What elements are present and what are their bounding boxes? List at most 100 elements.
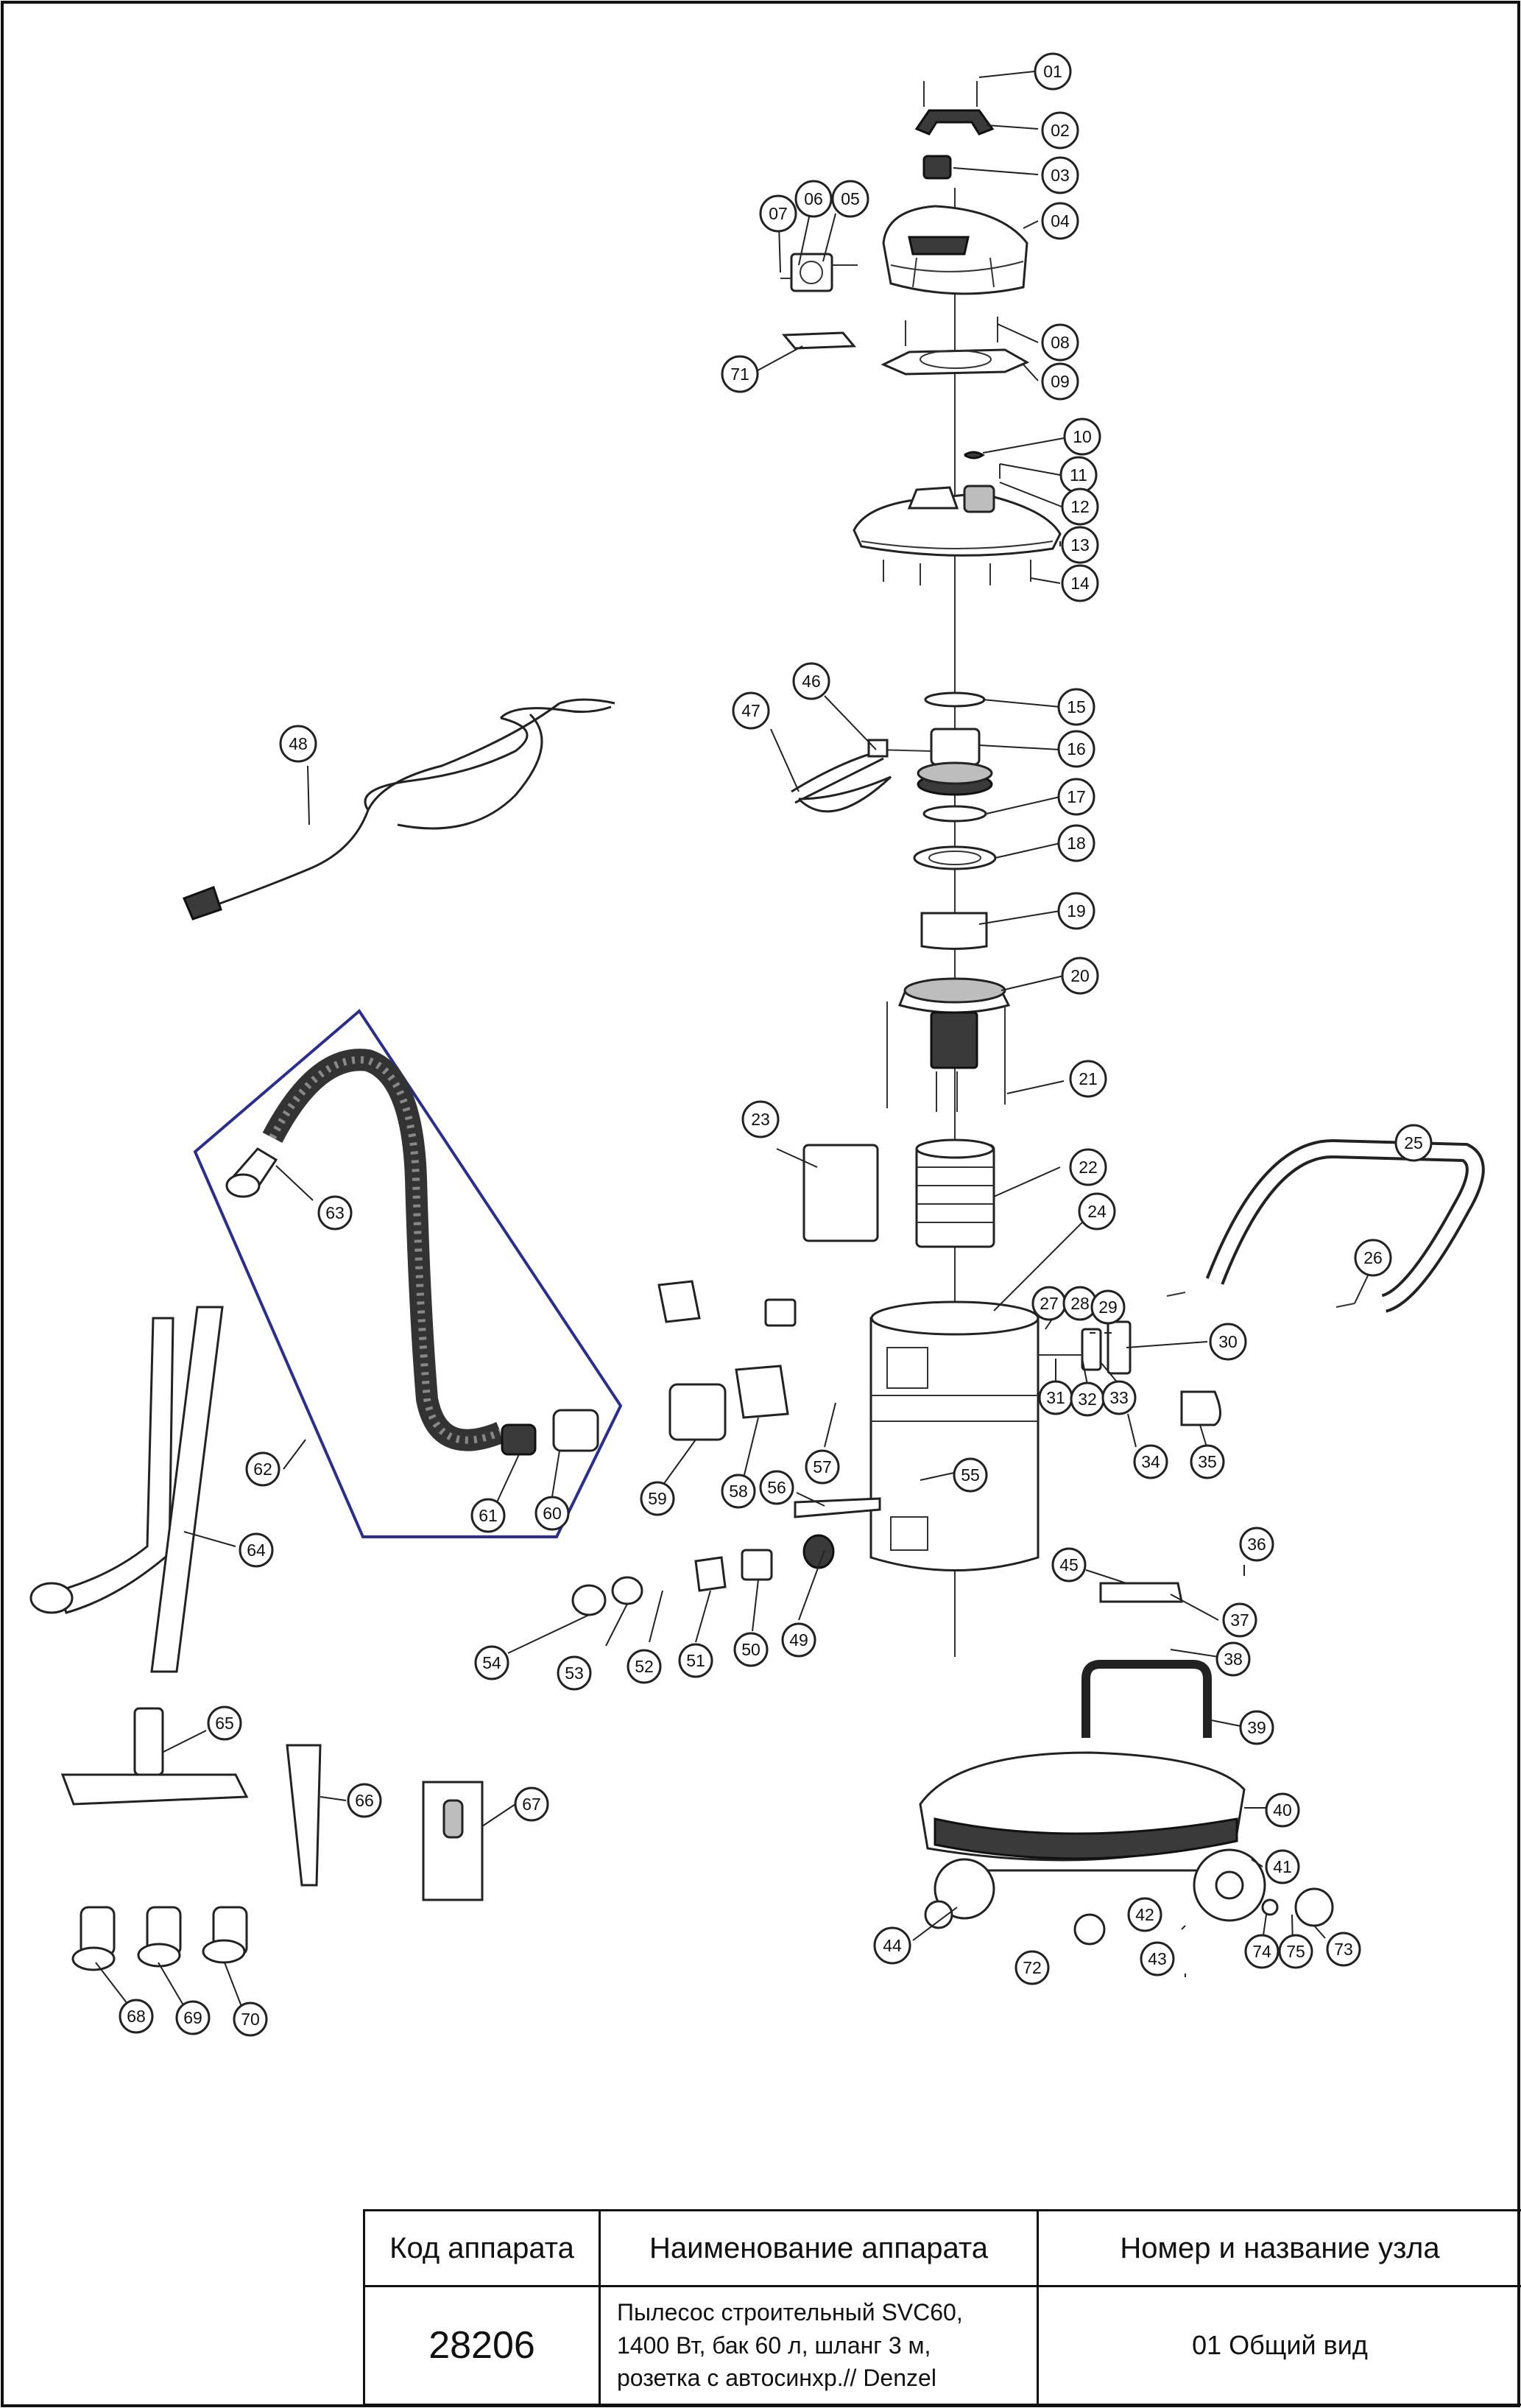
callout-65: 65	[207, 1705, 242, 1741]
callout-59: 59	[640, 1481, 675, 1516]
svg-text:61: 61	[479, 1506, 498, 1525]
callout-64: 64	[239, 1532, 274, 1568]
base-group	[919, 1582, 1334, 1946]
header-code: Код аппарата	[363, 2209, 601, 2287]
svg-text:27: 27	[1040, 1294, 1059, 1313]
callout-48: 48	[279, 725, 317, 763]
callout-74: 74	[1244, 1934, 1280, 1969]
callout-17: 17	[1057, 778, 1095, 816]
callout-68: 68	[119, 1999, 154, 2034]
extension-tubes-group	[29, 1306, 224, 1673]
callout-38: 38	[1215, 1641, 1251, 1677]
svg-text:42: 42	[1135, 1905, 1154, 1924]
svg-text:52: 52	[635, 1657, 654, 1676]
svg-text:69: 69	[183, 2008, 202, 2027]
assembly-node: 01 Общий вид	[1037, 2285, 1521, 2406]
side-handle-group	[1166, 1138, 1485, 1313]
callout-22: 22	[1069, 1148, 1107, 1186]
svg-text:73: 73	[1334, 1940, 1353, 1959]
callout-34: 34	[1133, 1444, 1168, 1479]
device-name-line-1: Пылесос строительный SVC60,	[617, 2298, 963, 2326]
svg-text:19: 19	[1067, 901, 1086, 920]
callout-06: 06	[794, 180, 833, 218]
svg-text:30: 30	[1218, 1332, 1238, 1351]
callout-13: 13	[1061, 526, 1099, 564]
svg-text:33: 33	[1109, 1388, 1129, 1407]
svg-text:17: 17	[1067, 787, 1086, 806]
svg-text:25: 25	[1404, 1133, 1423, 1152]
callout-33: 33	[1101, 1380, 1137, 1415]
callout-50: 50	[733, 1632, 769, 1667]
callout-39: 39	[1239, 1710, 1274, 1745]
callout-67: 67	[514, 1786, 549, 1822]
callout-54: 54	[474, 1645, 509, 1680]
svg-text:50: 50	[741, 1640, 760, 1659]
svg-text:64: 64	[247, 1541, 266, 1560]
svg-text:29: 29	[1098, 1298, 1118, 1317]
callout-58: 58	[721, 1474, 756, 1509]
callout-62: 62	[245, 1451, 280, 1487]
svg-text:13: 13	[1070, 535, 1090, 555]
svg-text:03: 03	[1051, 166, 1070, 185]
callout-10: 10	[1063, 418, 1101, 456]
callout-03: 03	[1041, 156, 1079, 194]
motor-cable-group	[791, 739, 892, 813]
callout-41: 41	[1265, 1849, 1300, 1884]
callout-07: 07	[759, 194, 797, 233]
svg-text:45: 45	[1059, 1555, 1079, 1574]
filter-group	[802, 1138, 995, 1248]
svg-text:53: 53	[565, 1664, 584, 1683]
callout-32: 32	[1070, 1381, 1105, 1417]
callout-14: 14	[1061, 564, 1099, 602]
svg-text:05: 05	[841, 189, 860, 208]
header-node: Номер и название узла	[1037, 2209, 1521, 2287]
svg-text:68: 68	[127, 2007, 146, 2026]
leader-lines	[95, 71, 1402, 2015]
callout-31: 31	[1038, 1380, 1073, 1415]
svg-text:37: 37	[1230, 1610, 1249, 1630]
svg-text:06: 06	[804, 189, 823, 208]
callout-40: 40	[1265, 1792, 1300, 1828]
svg-text:75: 75	[1286, 1942, 1305, 1961]
callout-72: 72	[1014, 1950, 1050, 1985]
svg-text:12: 12	[1070, 497, 1090, 516]
callout-52: 52	[627, 1649, 662, 1684]
svg-text:15: 15	[1067, 697, 1086, 717]
callout-69: 69	[175, 2000, 211, 2035]
svg-text:07: 07	[769, 204, 788, 223]
svg-text:62: 62	[253, 1460, 272, 1479]
callout-36: 36	[1239, 1527, 1274, 1562]
svg-text:34: 34	[1141, 1452, 1160, 1471]
motor-group	[875, 691, 1011, 1112]
svg-text:59: 59	[648, 1489, 667, 1508]
device-name-line-2: 1400 Вт, бак 60 л, шланг 3 м,	[617, 2331, 931, 2359]
svg-text:58: 58	[729, 1482, 748, 1501]
svg-text:10: 10	[1073, 427, 1092, 446]
hose-box	[193, 1009, 623, 1538]
svg-text:57: 57	[813, 1457, 832, 1476]
callout-02: 02	[1041, 111, 1079, 149]
svg-text:09: 09	[1051, 372, 1070, 391]
callout-05: 05	[831, 180, 869, 218]
svg-text:44: 44	[883, 1936, 902, 1955]
svg-text:18: 18	[1067, 834, 1086, 853]
device-name: Пылесос строительный SVC60, 1400 Вт, бак…	[599, 2285, 1039, 2406]
motor-housing-group	[853, 451, 1062, 585]
svg-text:55: 55	[961, 1465, 980, 1485]
svg-text:16: 16	[1067, 739, 1086, 758]
callout-35: 35	[1190, 1444, 1225, 1479]
callout-18: 18	[1057, 824, 1095, 862]
tank-group	[869, 1300, 1040, 1571]
callout-04: 04	[1041, 202, 1079, 240]
svg-text:46: 46	[802, 672, 821, 691]
svg-text:43: 43	[1148, 1949, 1167, 1968]
callout-19: 19	[1057, 892, 1095, 930]
svg-text:47: 47	[741, 701, 760, 720]
svg-text:67: 67	[522, 1795, 541, 1814]
callout-57: 57	[805, 1449, 840, 1485]
callout-70: 70	[233, 2002, 268, 2037]
svg-text:54: 54	[482, 1653, 501, 1672]
svg-text:22: 22	[1079, 1158, 1098, 1177]
